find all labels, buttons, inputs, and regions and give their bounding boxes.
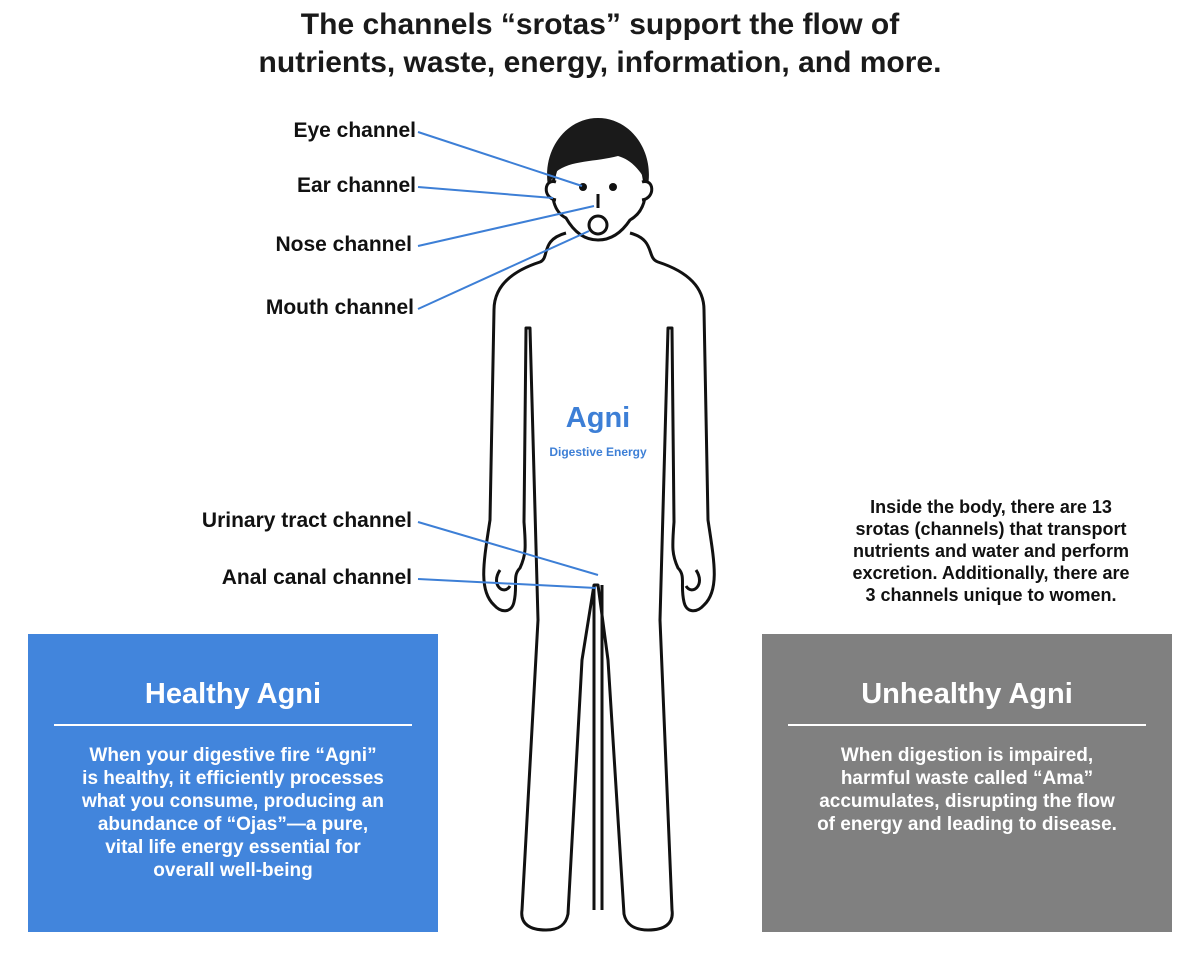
unhealthy-line: accumulates, disrupting the flow bbox=[819, 791, 1115, 812]
healthy-agni-title: Healthy Agni bbox=[144, 678, 322, 710]
healthy-line: When your digestive fire “Agni” bbox=[89, 745, 377, 766]
agni-sublabel: Digestive Energy bbox=[549, 445, 647, 459]
hair bbox=[547, 118, 649, 186]
unhealthy-agni-body: When digestion is impaired, harmful wast… bbox=[762, 744, 1172, 836]
title-line-2: nutrients, waste, energy, information, a… bbox=[258, 46, 942, 79]
left-ear bbox=[544, 180, 557, 202]
info-line: nutrients and water and perform bbox=[852, 541, 1130, 561]
nose-pointer bbox=[417, 205, 595, 247]
page-title: The channels “srotas” support the flow o… bbox=[0, 6, 1200, 82]
info-line: srotas (channels) that transport bbox=[855, 519, 1127, 539]
unhealthy-divider bbox=[788, 724, 1146, 726]
body-outline bbox=[482, 231, 716, 932]
unhealthy-agni-panel: Unhealthy Agni When digestion is impaire… bbox=[762, 634, 1172, 932]
mouth bbox=[587, 214, 609, 236]
unhealthy-agni-title: Unhealthy Agni bbox=[861, 678, 1073, 710]
healthy-agni-panel: Healthy Agni When your digestive fire “A… bbox=[28, 634, 438, 932]
info-line: 3 channels unique to women. bbox=[865, 585, 1117, 605]
ear-channel-label: Ear channel bbox=[296, 174, 416, 197]
pointer-lines bbox=[417, 131, 599, 589]
ear-pointer bbox=[417, 186, 554, 199]
healthy-divider bbox=[54, 724, 412, 726]
right-eye bbox=[609, 183, 617, 191]
info-line: excretion. Additionally, there are bbox=[852, 563, 1130, 583]
urinary-pointer bbox=[417, 521, 599, 576]
unhealthy-line: When digestion is impaired, bbox=[840, 745, 1094, 766]
nose-channel-label: Nose channel bbox=[275, 233, 412, 256]
mouth-channel-label: Mouth channel bbox=[265, 296, 414, 319]
title-line-1: The channels “srotas” support the flow o… bbox=[300, 8, 900, 41]
healthy-line: what you consume, producing an bbox=[82, 791, 384, 812]
right-ear bbox=[641, 180, 654, 202]
head bbox=[544, 118, 654, 242]
anal-channel-label: Anal canal channel bbox=[221, 566, 412, 589]
left-eye bbox=[579, 183, 587, 191]
mouth-pointer bbox=[417, 230, 590, 310]
healthy-line: is healthy, it efficiently processes bbox=[82, 768, 384, 789]
healthy-line: vital life energy essential for bbox=[105, 837, 361, 858]
info-line: Inside the body, there are 13 bbox=[870, 497, 1112, 517]
anal-pointer bbox=[417, 578, 597, 589]
healthy-line: overall well-being bbox=[153, 860, 313, 881]
eye-pointer bbox=[417, 131, 583, 187]
agni-label: Agni bbox=[565, 402, 631, 434]
urinary-channel-label: Urinary tract channel bbox=[201, 509, 412, 532]
healthy-agni-body: When your digestive fire “Agni” is healt… bbox=[28, 744, 438, 882]
healthy-line: abundance of “Ojas”—a pure, bbox=[97, 814, 369, 835]
unhealthy-line: of energy and leading to disease. bbox=[817, 814, 1117, 835]
eye-channel-label: Eye channel bbox=[293, 119, 416, 142]
unhealthy-line: harmful waste called “Ama” bbox=[840, 768, 1094, 789]
srotas-info-text: Inside the body, there are 13 srotas (ch… bbox=[806, 496, 1176, 606]
right-hand bbox=[684, 569, 701, 592]
left-hand bbox=[495, 569, 512, 592]
